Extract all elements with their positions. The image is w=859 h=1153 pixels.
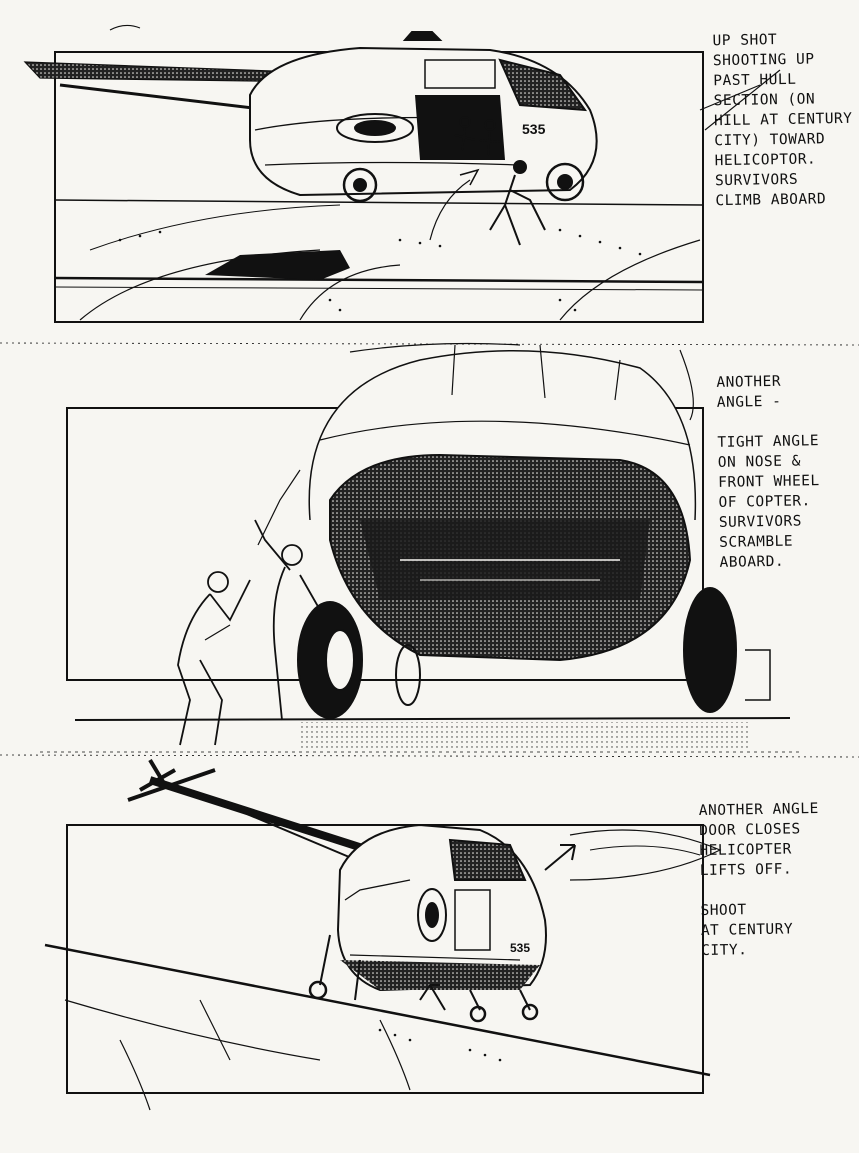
note-line: CITY) TOWARD <box>714 131 826 150</box>
note-line: CLIMB ABOARD <box>715 191 827 210</box>
note-line: CITY. <box>701 942 748 960</box>
panel-1: 535 <box>23 24 781 323</box>
note-line: HILL AT CENTURY <box>713 110 853 130</box>
note-line: SURVIVORS <box>714 171 799 190</box>
note-line <box>717 411 819 433</box>
panel-1-notes: UP SHOT SHOOTING UP PAST HULL SECTION (O… <box>712 29 854 211</box>
note-line: SHOOTING UP <box>712 51 815 70</box>
note-line: HELICOPTOR. <box>714 151 817 170</box>
panel-2-notes: ANOTHER ANGLE - TIGHT ANGLE ON NOSE & FR… <box>716 371 821 573</box>
note-line: OF COPTER. <box>718 493 811 511</box>
note-line: ANGLE - <box>716 393 782 411</box>
note-line: SHOOT <box>700 902 747 920</box>
note-line: DOOR CLOSES <box>698 821 801 840</box>
note-line: ABOARD. <box>719 553 785 571</box>
panel-3-notes: ANOTHER ANGLE DOOR CLOSES HELICOPTER LIF… <box>699 799 822 961</box>
note-line: AT CENTURY <box>700 921 794 940</box>
note-line: LIFTS OFF. <box>699 861 793 880</box>
divider-1 <box>0 342 859 346</box>
panel-2 <box>40 342 800 753</box>
helicopter-number: 535 <box>522 121 546 137</box>
helicopter-number-2: 535 <box>510 941 530 955</box>
note-line: UP SHOT <box>712 32 778 50</box>
note-line: ANOTHER <box>716 373 782 391</box>
note-line: ANOTHER ANGLE <box>698 800 819 820</box>
note-line: PAST HULL <box>713 71 797 90</box>
note-line: FRONT WHEEL <box>718 473 820 491</box>
note-line: SECTION (ON <box>713 91 816 110</box>
panel-3: 535 <box>44 758 722 1111</box>
note-line: SURVIVORS <box>718 513 803 531</box>
note-line <box>700 879 820 901</box>
divider-2 <box>0 754 859 758</box>
note-line: TIGHT ANGLE <box>717 433 820 451</box>
note-line: HELICOPTER <box>699 841 792 860</box>
note-line: SCRAMBLE <box>719 533 794 551</box>
panel-3-frame <box>66 824 704 1094</box>
note-line: ON NOSE & <box>717 453 802 471</box>
